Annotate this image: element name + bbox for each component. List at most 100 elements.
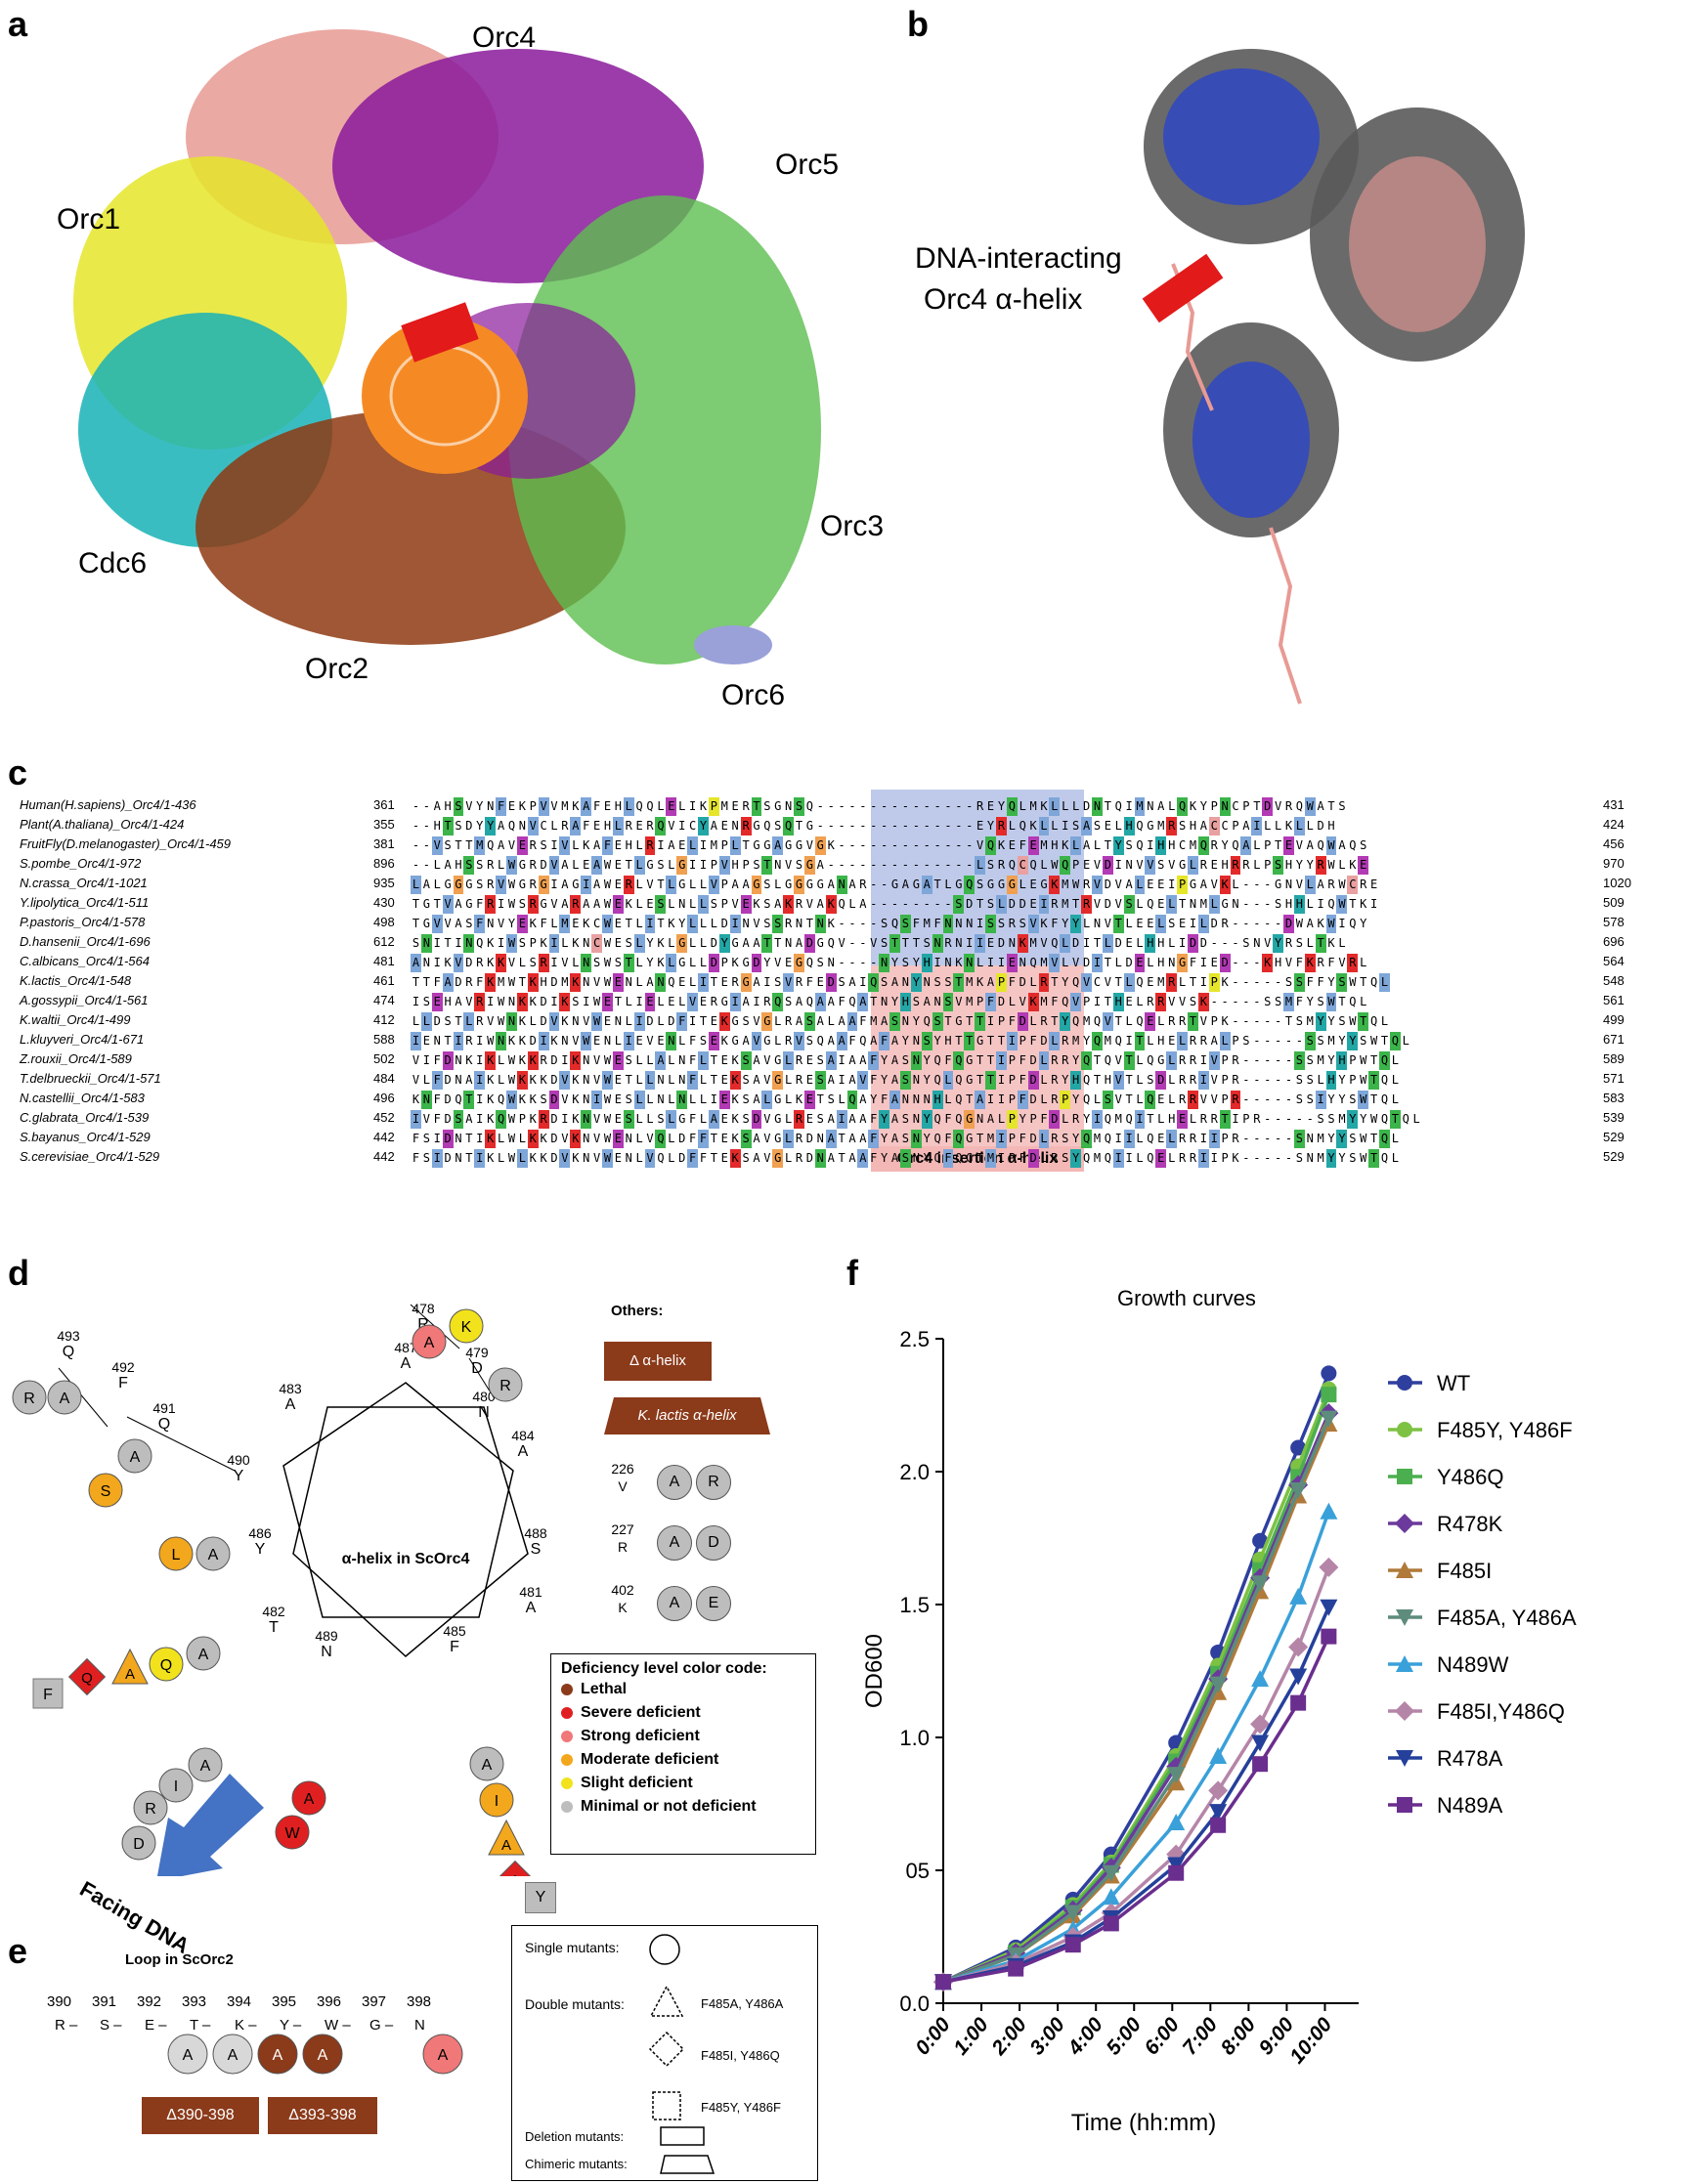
legend-label: F485Y, Y486F [1437, 1418, 1573, 1442]
svg-text:D: D [133, 1836, 145, 1853]
wheel-residue-label: N [321, 1644, 332, 1660]
svg-text:I: I [174, 1778, 178, 1795]
wheel-residue-label: F [450, 1639, 459, 1655]
data-point [1209, 1676, 1228, 1693]
loop-number: 397 [362, 1993, 387, 2010]
wheel-residue-label: D [471, 1360, 483, 1377]
alignment-start-number: 430 [373, 895, 395, 910]
alignment-species-name: Z.rouxii_Orc4/1-589 [20, 1051, 132, 1066]
alignment-species-name: A.gossypii_Orc4/1-561 [20, 993, 149, 1007]
alignment-start-number: 442 [373, 1149, 395, 1164]
deficiency-color-dot [561, 1754, 573, 1766]
legend-label: F485I,Y486Q [1437, 1699, 1565, 1724]
facing-dna-label: Facing DNA [75, 1876, 194, 1958]
deletion-390-398-box: Δ390-398 [142, 2097, 259, 2134]
alignment-start-number: 442 [373, 1130, 395, 1144]
wheel-residue-number: 483 [279, 1381, 302, 1396]
facing-dna-arrow-icon [156, 1774, 264, 1876]
data-point [1102, 1864, 1120, 1882]
data-point [1167, 1767, 1186, 1784]
data-point [1288, 1637, 1309, 1657]
deficiency-legend-item: Strong deficient [561, 1725, 805, 1748]
loop-residue: T – [190, 2017, 211, 2034]
alignment-end-number: 1020 [1603, 876, 1631, 890]
loop-number: 395 [272, 1993, 297, 2010]
alignment-species-name: Human(H.sapiens)_Orc4/1-436 [20, 797, 196, 812]
alignment-end-number: 548 [1603, 973, 1625, 988]
svg-text:R: R [145, 1801, 156, 1818]
legend-label: N489A [1437, 1793, 1503, 1818]
alignment-species-name: S.cerevisiae_Orc4/1-529 [20, 1149, 160, 1164]
loop-residue: W – [325, 2017, 351, 2034]
alignment-end-number: 499 [1603, 1012, 1625, 1027]
alignment-species-name: Plant(A.thaliana)_Orc4/1-424 [20, 817, 185, 832]
x-tick-label: 1:00 [949, 2013, 993, 2059]
loop-mutant-circles: A A A A A [167, 2034, 463, 2075]
svg-text:K: K [461, 1319, 472, 1336]
alignment-start-number: 355 [373, 817, 395, 832]
alignment-start-number: 588 [373, 1032, 395, 1047]
legend-marker [1396, 1750, 1413, 1767]
alignment-end-number: 571 [1603, 1071, 1625, 1086]
x-tick-label: 3:00 [1025, 2013, 1069, 2059]
wheel-residue-number: 488 [524, 1525, 547, 1541]
delta-helix-box: Δ α-helix [604, 1342, 712, 1381]
legend-label: F485A, Y486A [1437, 1606, 1577, 1630]
alignment-species-name: N.castellii_Orc4/1-583 [20, 1091, 145, 1105]
wheel-residue-label: T [269, 1619, 279, 1636]
alignment-end-number: 424 [1603, 817, 1625, 832]
svg-text:A: A [424, 1335, 435, 1351]
wheel-residue-number: 481 [519, 1584, 542, 1600]
data-point [1103, 1915, 1119, 1932]
orc-complex-structure [73, 29, 821, 664]
loop-residue: R – [55, 2017, 78, 2034]
wheel-residue-label: A [285, 1396, 296, 1413]
protein-label-orc4: Orc4 [472, 21, 537, 54]
alignment-start-number: 474 [373, 993, 395, 1007]
wheel-residue-number: 482 [262, 1604, 285, 1619]
data-point [1208, 1780, 1229, 1801]
svg-text:A: A [501, 1837, 511, 1854]
y-tick-label: 2.5 [899, 1327, 930, 1351]
klactis-helix-label: K. lactis α-helix [637, 1407, 737, 1424]
deficiency-label: Slight deficient [581, 1775, 693, 1791]
others-mutant-circle: R [696, 1465, 731, 1500]
y-tick-label: 1.0 [899, 1726, 930, 1750]
deficiency-legend-item: Slight deficient [561, 1772, 805, 1795]
y-tick-label: 1.5 [899, 1593, 930, 1617]
deficiency-label: Severe deficient [581, 1704, 701, 1721]
loop-mutant-2: A [228, 2047, 238, 2064]
alignment-species-name: L.kluyveri_Orc4/1-671 [20, 1032, 145, 1047]
wheel-residue-label: Y [234, 1468, 244, 1484]
wheel-residue-label: Y [255, 1541, 266, 1558]
alignment-start-number: 461 [373, 973, 395, 988]
loop-mutant-1: A [183, 2047, 194, 2064]
series-line [942, 1566, 1331, 1984]
wheel-residue-number: 492 [111, 1359, 135, 1375]
data-point [1321, 1387, 1337, 1403]
deficiency-color-dot [561, 1684, 573, 1695]
svg-text:L: L [172, 1547, 181, 1563]
others-residue: V [618, 1478, 628, 1494]
orc4-superposition-structure [1142, 49, 1525, 705]
data-point [1320, 1502, 1338, 1520]
double-item-1: F485A, Y486A [701, 1996, 784, 2011]
annotation-line1: DNA-interacting [915, 242, 1122, 275]
x-tick-label: 8:00 [1217, 2013, 1261, 2059]
wheel-residue-number: 478 [412, 1301, 435, 1316]
growth-curve-chart: 0.0051.01.52.02.50:001:002:003:004:005:0… [861, 1327, 1577, 2136]
x-axis-label: Time (hh:mm) [1071, 2110, 1216, 2136]
x-tick-label: 0:00 [911, 2013, 955, 2059]
alignment-end-number: 589 [1603, 1051, 1625, 1066]
legend-marker [1396, 1609, 1413, 1626]
data-point [1290, 1439, 1307, 1456]
alignment-species-name: N.crassa_Orc4/1-1021 [20, 876, 148, 890]
data-point [1102, 1888, 1120, 1906]
protein-label-orc2: Orc2 [305, 653, 369, 685]
protein-label-orc3: Orc3 [820, 510, 885, 542]
svg-text:Q: Q [160, 1657, 172, 1674]
